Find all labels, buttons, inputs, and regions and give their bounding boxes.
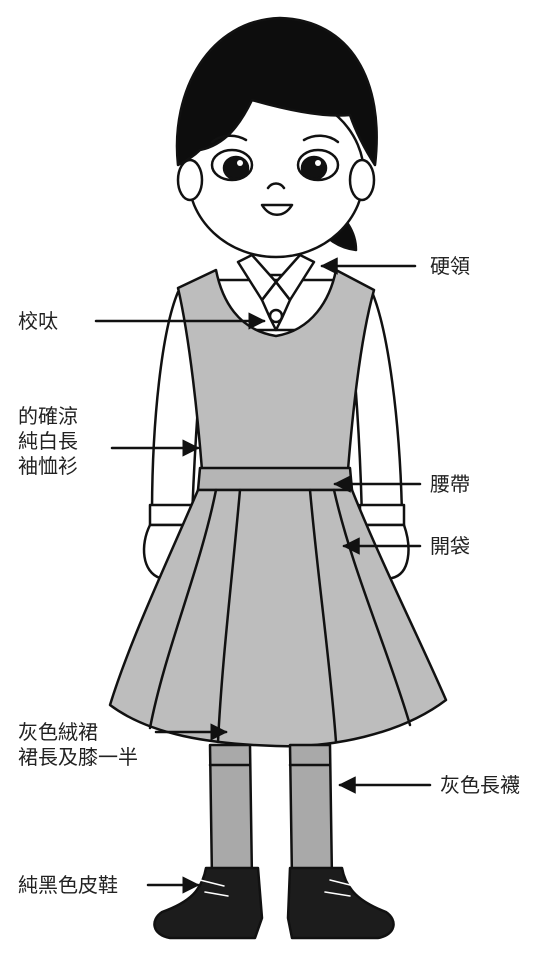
left-ear bbox=[176, 158, 204, 202]
shoes-label: 純黑色皮鞋 bbox=[18, 873, 118, 897]
right-shoe bbox=[286, 866, 395, 940]
tie-label: 校呔 bbox=[18, 309, 58, 333]
skirt bbox=[108, 488, 448, 748]
shirt-label-line: 的確涼 bbox=[18, 404, 78, 428]
shirt-label-line: 袖恤衫 bbox=[18, 454, 78, 478]
skirt-label-line: 灰色絨裙 bbox=[18, 720, 98, 744]
left-shoe bbox=[153, 866, 264, 940]
belt-label: 腰帶 bbox=[430, 472, 470, 496]
belt bbox=[196, 466, 354, 492]
skirt-label: 灰色絨裙 裙長及膝一半 bbox=[18, 720, 138, 770]
hair bbox=[175, 16, 378, 167]
socks-label: 灰色長襪 bbox=[440, 773, 520, 797]
skirt-label-line: 裙長及膝一半 bbox=[18, 745, 138, 769]
mouth bbox=[260, 203, 294, 216]
shirt-label: 的確涼 純白長 袖恤衫 bbox=[18, 404, 78, 479]
right-ear bbox=[348, 158, 376, 202]
pleat-label: 開袋 bbox=[430, 534, 470, 558]
collar-label: 硬領 bbox=[430, 254, 470, 278]
shirt-label-line: 純白長 bbox=[18, 429, 78, 453]
